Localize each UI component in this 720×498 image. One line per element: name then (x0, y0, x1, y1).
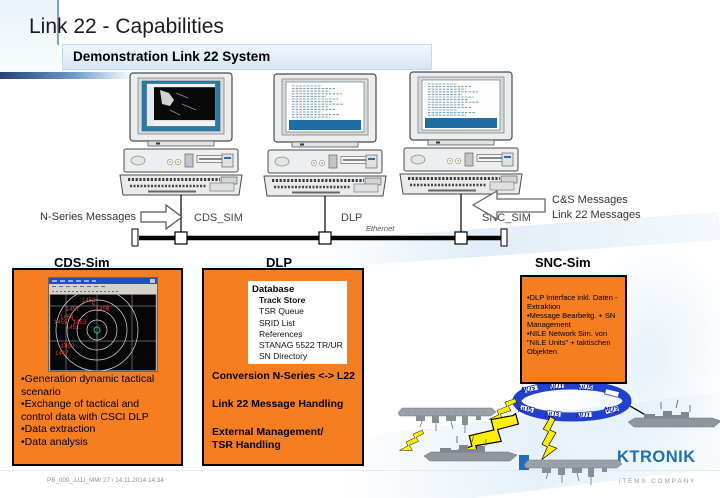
radar-titlebar (49, 278, 157, 284)
vendor-logo-text: KTRONIK (617, 448, 696, 466)
footer-divider-line (0, 470, 720, 471)
ship-carrier-1 (397, 407, 497, 434)
cds-bullet-list: •Generation dynamic tactical scenario •E… (21, 373, 171, 448)
database-item: Track Store (259, 295, 306, 305)
database-title: Database (252, 284, 295, 295)
bullet-item: •NILE Network Sim. von "NILE Units" + ta… (527, 329, 611, 356)
workstation-snc (399, 71, 523, 195)
vendor-logo-mark (519, 455, 529, 470)
radar-track-label: 1457 (66, 307, 80, 313)
label-cds-sim: CDS_SIM (194, 212, 243, 224)
radio-link-bolt (538, 415, 562, 462)
nile-ring-label: NU3 (604, 407, 618, 414)
workstation-dlp (263, 73, 387, 197)
dlp-function: Conversion N-Series <-> L22 (212, 370, 355, 382)
snc-bullet-list: •DLP Interface inkl. Daten - Extraktion … (527, 293, 624, 356)
messages-in-arrow (471, 189, 546, 221)
dlp-screen-console-bar (289, 120, 361, 130)
bus-tap-dlp (318, 231, 332, 245)
nile-ring-label: NU1 (549, 384, 563, 391)
nile-ring-label: NU5 (518, 407, 532, 414)
vendor-logo-subtext: iTEMS COMPANY (619, 478, 697, 485)
nile-ring-label: NU5 (578, 385, 592, 392)
radar-track-label: 1447 (55, 351, 69, 357)
template-blue-band (0, 72, 133, 79)
dlp-header: DLP (266, 255, 292, 270)
database-item: SRID List (259, 317, 295, 328)
dlp-database-panel: Database Track Store TSR Queue SRID List… (248, 281, 347, 364)
cds-sim-box: 1452 1457 1456 1454 1455 1453 1451 1450 … (12, 268, 183, 466)
database-item: TSR Queue (259, 306, 304, 317)
template-vertical-line (57, 0, 59, 45)
radar-track-label: 1453 (73, 320, 87, 326)
snc-sim-header: SNC-Sim (535, 255, 591, 270)
nile-ring-label: NU1 (576, 413, 590, 420)
bus-tap-cds (174, 231, 188, 245)
radar-track-label: 1451 (66, 325, 80, 331)
page-title: Link 22 - Capabilities (29, 15, 224, 38)
bullet-item: •Data analysis (21, 435, 88, 448)
radar-track-label: 1450 (61, 344, 75, 350)
ethernet-bus (131, 194, 508, 247)
bullet-item: •Exchange of tactical and control data w… (21, 398, 149, 423)
radar-track-label: 1455 (54, 320, 68, 326)
radar-track-label: 1454 (60, 315, 74, 321)
radar-display: 1452 1457 1456 1454 1455 1453 1451 1450 … (48, 277, 158, 372)
label-cs-messages: C&S Messages (552, 194, 628, 206)
database-item: SN Directory (259, 351, 308, 362)
dlp-function: External Management/ TSR Handling (212, 426, 324, 451)
radar-track-label: 1456 (96, 307, 110, 313)
dlp-box: Database Track Store TSR Queue SRID List… (202, 268, 364, 466)
snc-sim-box: •DLP Interface inkl. Daten - Extraktion … (520, 275, 627, 384)
label-n-series-messages: N-Series Messages (40, 211, 136, 223)
workstation-cds (119, 72, 243, 196)
bus-terminator-left (131, 228, 139, 247)
bullet-item: •DLP Interface inkl. Daten - Extraktion (527, 293, 618, 311)
background-tint (0, 0, 57, 72)
bus-terminator-right (500, 228, 508, 247)
nile-ring-label: NU3 (545, 412, 559, 419)
bullet-item: •Message Bearbeitg. + SN Management (527, 311, 616, 329)
subtitle-banner: Demonstration Link 22 System (62, 44, 432, 70)
bullet-item: •Data extraction (21, 423, 96, 435)
radio-link-bolt (397, 427, 428, 458)
database-item: STANAG 5522 TR/UR (259, 340, 343, 351)
bullet-item: •Generation dynamic tactical scenario (21, 373, 155, 398)
subtitle-text: Demonstration Link 22 System (73, 49, 271, 64)
nile-ring: NU3 NU1 NU5 NU5 NU3 NU1 NU3 (512, 380, 632, 422)
slide-footer: PB_000_JJJJ_MM/ 27 / 14.11.2014 14:34 (47, 477, 164, 484)
radar-track-label: 1452 (82, 298, 96, 304)
database-item: References (259, 328, 303, 339)
bus-tap-snc (454, 231, 468, 245)
cds-sim-header: CDS-Sim (54, 255, 110, 270)
ship-carrier-2 (523, 459, 623, 486)
nile-ring-label: NU3 (521, 387, 535, 394)
label-ethernet: Ethernet (366, 224, 395, 233)
n-series-arrow (140, 203, 183, 231)
label-dlp: DLP (341, 212, 362, 224)
snc-screen-console-bar (425, 118, 497, 128)
dlp-function: Link 22 Message Handling (212, 398, 344, 410)
label-link22-messages: Link 22 Messages (552, 209, 641, 221)
